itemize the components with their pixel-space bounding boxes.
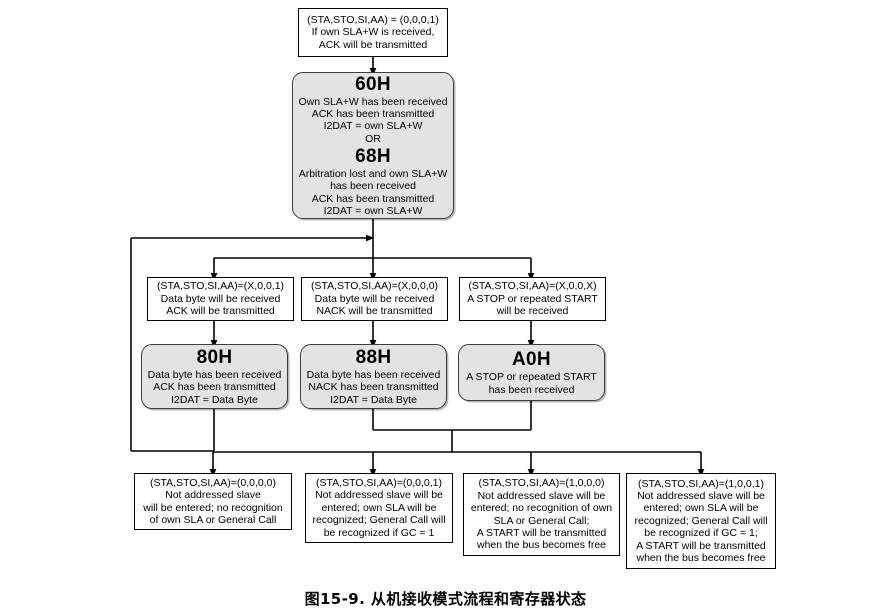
state-80h-code: 80H	[196, 346, 233, 368]
state-88h-line-3: I2DAT = Data Byte	[330, 393, 417, 406]
entry-condition-line-3: ACK will be transmitted	[318, 38, 428, 51]
exit-0001-line-5: be recognized if GC = 1	[323, 526, 435, 539]
condition-stop-line-2: A STOP or repeated START	[467, 292, 598, 305]
state-a0h-line-1: A STOP or repeated START	[466, 371, 597, 384]
exit-1000-line-2: Not addressed slave will be	[477, 489, 606, 502]
state-68h-code: 68H	[355, 145, 391, 167]
state-box-separator-or: OR	[365, 132, 381, 145]
exit-1000-line-6: when the bus becomes free	[477, 539, 606, 552]
state-68h-line-1: Arbitration lost and own SLA+W	[298, 167, 448, 180]
exit-box-0001: (STA,STO,SI,AA)=(0,0,0,1) Not addressed …	[305, 473, 453, 543]
state-60h-line-1: Own SLA+W has been received	[298, 95, 448, 108]
exit-1000-line-4: SLA or General Call;	[493, 514, 590, 527]
state-80h-line-2: ACK has been transmitted	[153, 381, 276, 394]
exit-1000-line-1: (STA,STO,SI,AA)=(1,0,0,0)	[478, 477, 605, 490]
exit-box-1000: (STA,STO,SI,AA)=(1,0,0,0) Not addressed …	[463, 473, 620, 556]
exit-0000-line-1: (STA,STO,SI,AA)=(0,0,0,0)	[150, 476, 276, 489]
condition-box-nack: (STA,STO,SI,AA)=(X,0,0,0) Data byte will…	[301, 277, 448, 321]
exit-0000-line-2: Not addressed slave	[165, 489, 261, 502]
exit-1001-line-7: when the bus becomes free	[636, 552, 766, 565]
figure-caption: 图15-9. 从机接收模式流程和寄存器状态	[304, 590, 587, 608]
exit-1001-line-2: Not addressed slave will be	[637, 489, 765, 502]
condition-nack-line-3: NACK will be transmitted	[316, 305, 433, 318]
entry-condition-box: (STA,STO,SI,AA) = (0,0,0,1) If own SLA+W…	[298, 8, 448, 57]
state-88h-line-2: NACK has been transmitted	[308, 381, 439, 394]
condition-nack-line-2: Data byte will be received	[314, 292, 435, 305]
state-box-88h: 88H Data byte has been received NACK has…	[300, 344, 447, 409]
condition-ack-line-1: (STA,STO,SI,AA)=(X,0,0,1)	[156, 280, 285, 293]
state-box-60h-68h: 60H Own SLA+W has been received ACK has …	[292, 72, 454, 219]
exit-0000-line-4: of own SLA or General Call	[149, 513, 277, 526]
exit-1000-line-3: entered; no recognition of own	[470, 502, 613, 515]
exit-0001-line-4: recognized; General Call will	[312, 514, 446, 527]
exit-1001-line-5: be recognized if GC = 1;	[644, 527, 758, 540]
exit-0001-line-1: (STA,STO,SI,AA)=(0,0,0,1)	[316, 476, 442, 489]
state-88h-code: 88H	[355, 346, 392, 368]
condition-stop-line-1: (STA,STO,SI,AA)=(X,0,0,X)	[468, 280, 597, 293]
state-60h-line-2: ACK has been transmitted	[311, 107, 435, 120]
state-box-a0h: A0H A STOP or repeated START has been re…	[458, 344, 605, 401]
exit-1001-line-3: entered; own SLA will be	[643, 502, 759, 515]
condition-box-stop: (STA,STO,SI,AA)=(X,0,0,X) A STOP or repe…	[459, 277, 606, 321]
condition-ack-line-3: ACK will be transmitted	[166, 305, 275, 318]
exit-1000-line-5: A START will be transmitted	[476, 526, 607, 539]
exit-0001-line-3: entered; own SLA will be	[321, 501, 437, 514]
state-a0h-code: A0H	[512, 349, 551, 371]
condition-stop-line-3: will be received	[496, 305, 569, 318]
exit-box-1001: (STA,STO,SI,AA)=(1,0,0,1) Not addressed …	[626, 473, 776, 569]
state-68h-line-2: has been received	[330, 180, 416, 193]
exit-1001-line-6: A START will be transmitted	[636, 539, 766, 552]
state-80h-line-3: I2DAT = Data Byte	[171, 393, 258, 406]
state-a0h-line-2: has been received	[488, 383, 575, 396]
exit-1001-line-4: recognized; General Call will	[634, 514, 768, 527]
condition-box-ack: (STA,STO,SI,AA)=(X,0,0,1) Data byte will…	[147, 277, 294, 321]
entry-condition-line-1: (STA,STO,SI,AA) = (0,0,0,1)	[307, 13, 439, 26]
exit-0000-line-3: will be entered; no recognition	[143, 501, 283, 514]
condition-nack-line-1: (STA,STO,SI,AA)=(X,0,0,0)	[310, 280, 439, 293]
exit-1001-line-1: (STA,STO,SI,AA)=(1,0,0,1)	[638, 477, 764, 490]
state-68h-line-4: I2DAT = own SLA+W	[323, 205, 423, 218]
state-box-80h: 80H Data byte has been received ACK has …	[141, 344, 288, 409]
exit-0001-line-2: Not addressed slave will be	[315, 489, 443, 502]
entry-condition-line-2: If own SLA+W is received,	[311, 26, 435, 39]
condition-ack-line-2: Data byte will be received	[160, 292, 281, 305]
state-80h-line-1: Data byte has been received	[147, 368, 282, 381]
state-68h-line-3: ACK has been transmitted	[311, 192, 435, 205]
state-88h-line-1: Data byte has been received	[306, 368, 441, 381]
state-60h-code: 60H	[355, 73, 391, 95]
state-60h-line-3: I2DAT = own SLA+W	[323, 120, 423, 133]
exit-box-0000: (STA,STO,SI,AA)=(0,0,0,0) Not addressed …	[134, 473, 292, 530]
